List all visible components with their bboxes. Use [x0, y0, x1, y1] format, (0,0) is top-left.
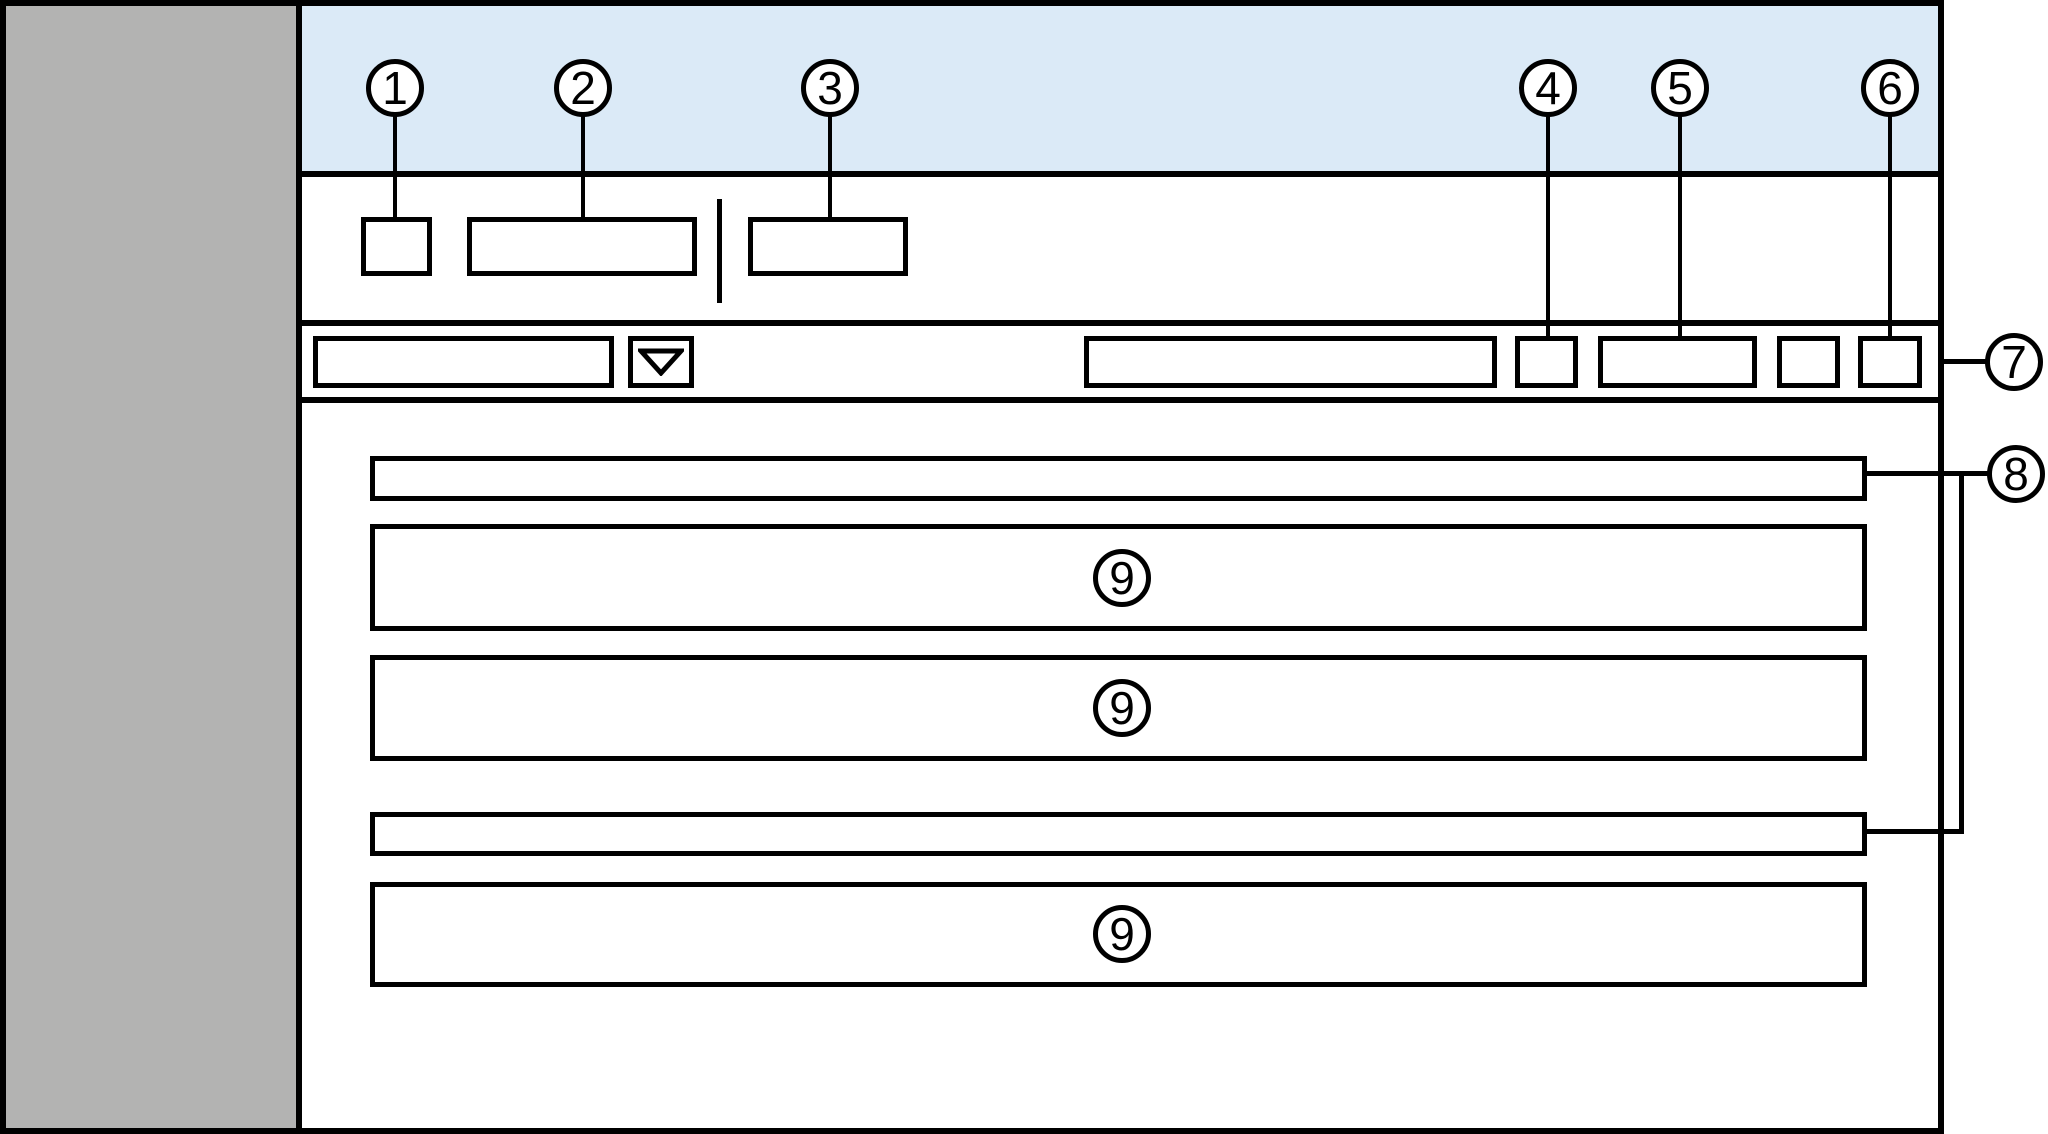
callout-6-circle: 6	[1861, 59, 1919, 117]
toolbar-button-c[interactable]	[1777, 336, 1840, 388]
callout-7-circle: 7	[1985, 333, 2043, 391]
filter-combo-field[interactable]	[313, 336, 614, 388]
tab-box-primary[interactable]	[467, 217, 697, 276]
toolbar-button-d[interactable]	[1858, 336, 1922, 388]
toolbar-button-b[interactable]	[1598, 336, 1757, 388]
callout-5-leader-line	[1678, 112, 1682, 336]
callout-9-circle-row3: 9	[1093, 905, 1151, 963]
dropdown-arrow-icon	[638, 348, 684, 376]
callout-8-leader-line	[1867, 471, 1988, 476]
callout-2-circle: 2	[554, 59, 612, 117]
dropdown-button[interactable]	[628, 336, 694, 388]
callout-2-leader-line	[581, 112, 585, 217]
toolbar-top-divider	[302, 320, 1938, 326]
callout-6-leader-line	[1888, 112, 1892, 336]
left-sidebar-panel	[6, 6, 302, 1128]
callout-7-leader-line	[1938, 359, 1986, 364]
callout-3-circle: 3	[801, 59, 859, 117]
list-header-bar-1[interactable]	[370, 456, 1867, 501]
callout-8-bracket-bottom	[1867, 829, 1964, 834]
callout-4-leader-line	[1546, 112, 1550, 336]
callout-9-circle-row1: 9	[1093, 549, 1151, 607]
callout-4-circle: 4	[1519, 59, 1577, 117]
callout-3-leader-line	[828, 112, 832, 217]
callout-5-circle: 5	[1651, 59, 1709, 117]
callout-1-circle: 1	[366, 59, 424, 117]
toolbar-button-a[interactable]	[1515, 336, 1578, 388]
tab-group-separator	[717, 199, 722, 303]
callout-8-bracket-vertical	[1959, 471, 1964, 834]
callout-1-leader-line	[393, 112, 397, 217]
tab-box-secondary[interactable]	[748, 217, 908, 276]
toolbar-long-field[interactable]	[1084, 336, 1497, 388]
list-header-bar-2[interactable]	[370, 812, 1867, 856]
callout-9-circle-row2: 9	[1093, 679, 1151, 737]
tab-icon-box[interactable]	[361, 217, 432, 276]
toolbar-bottom-divider	[302, 397, 1938, 403]
callout-8-circle: 8	[1987, 445, 2045, 503]
